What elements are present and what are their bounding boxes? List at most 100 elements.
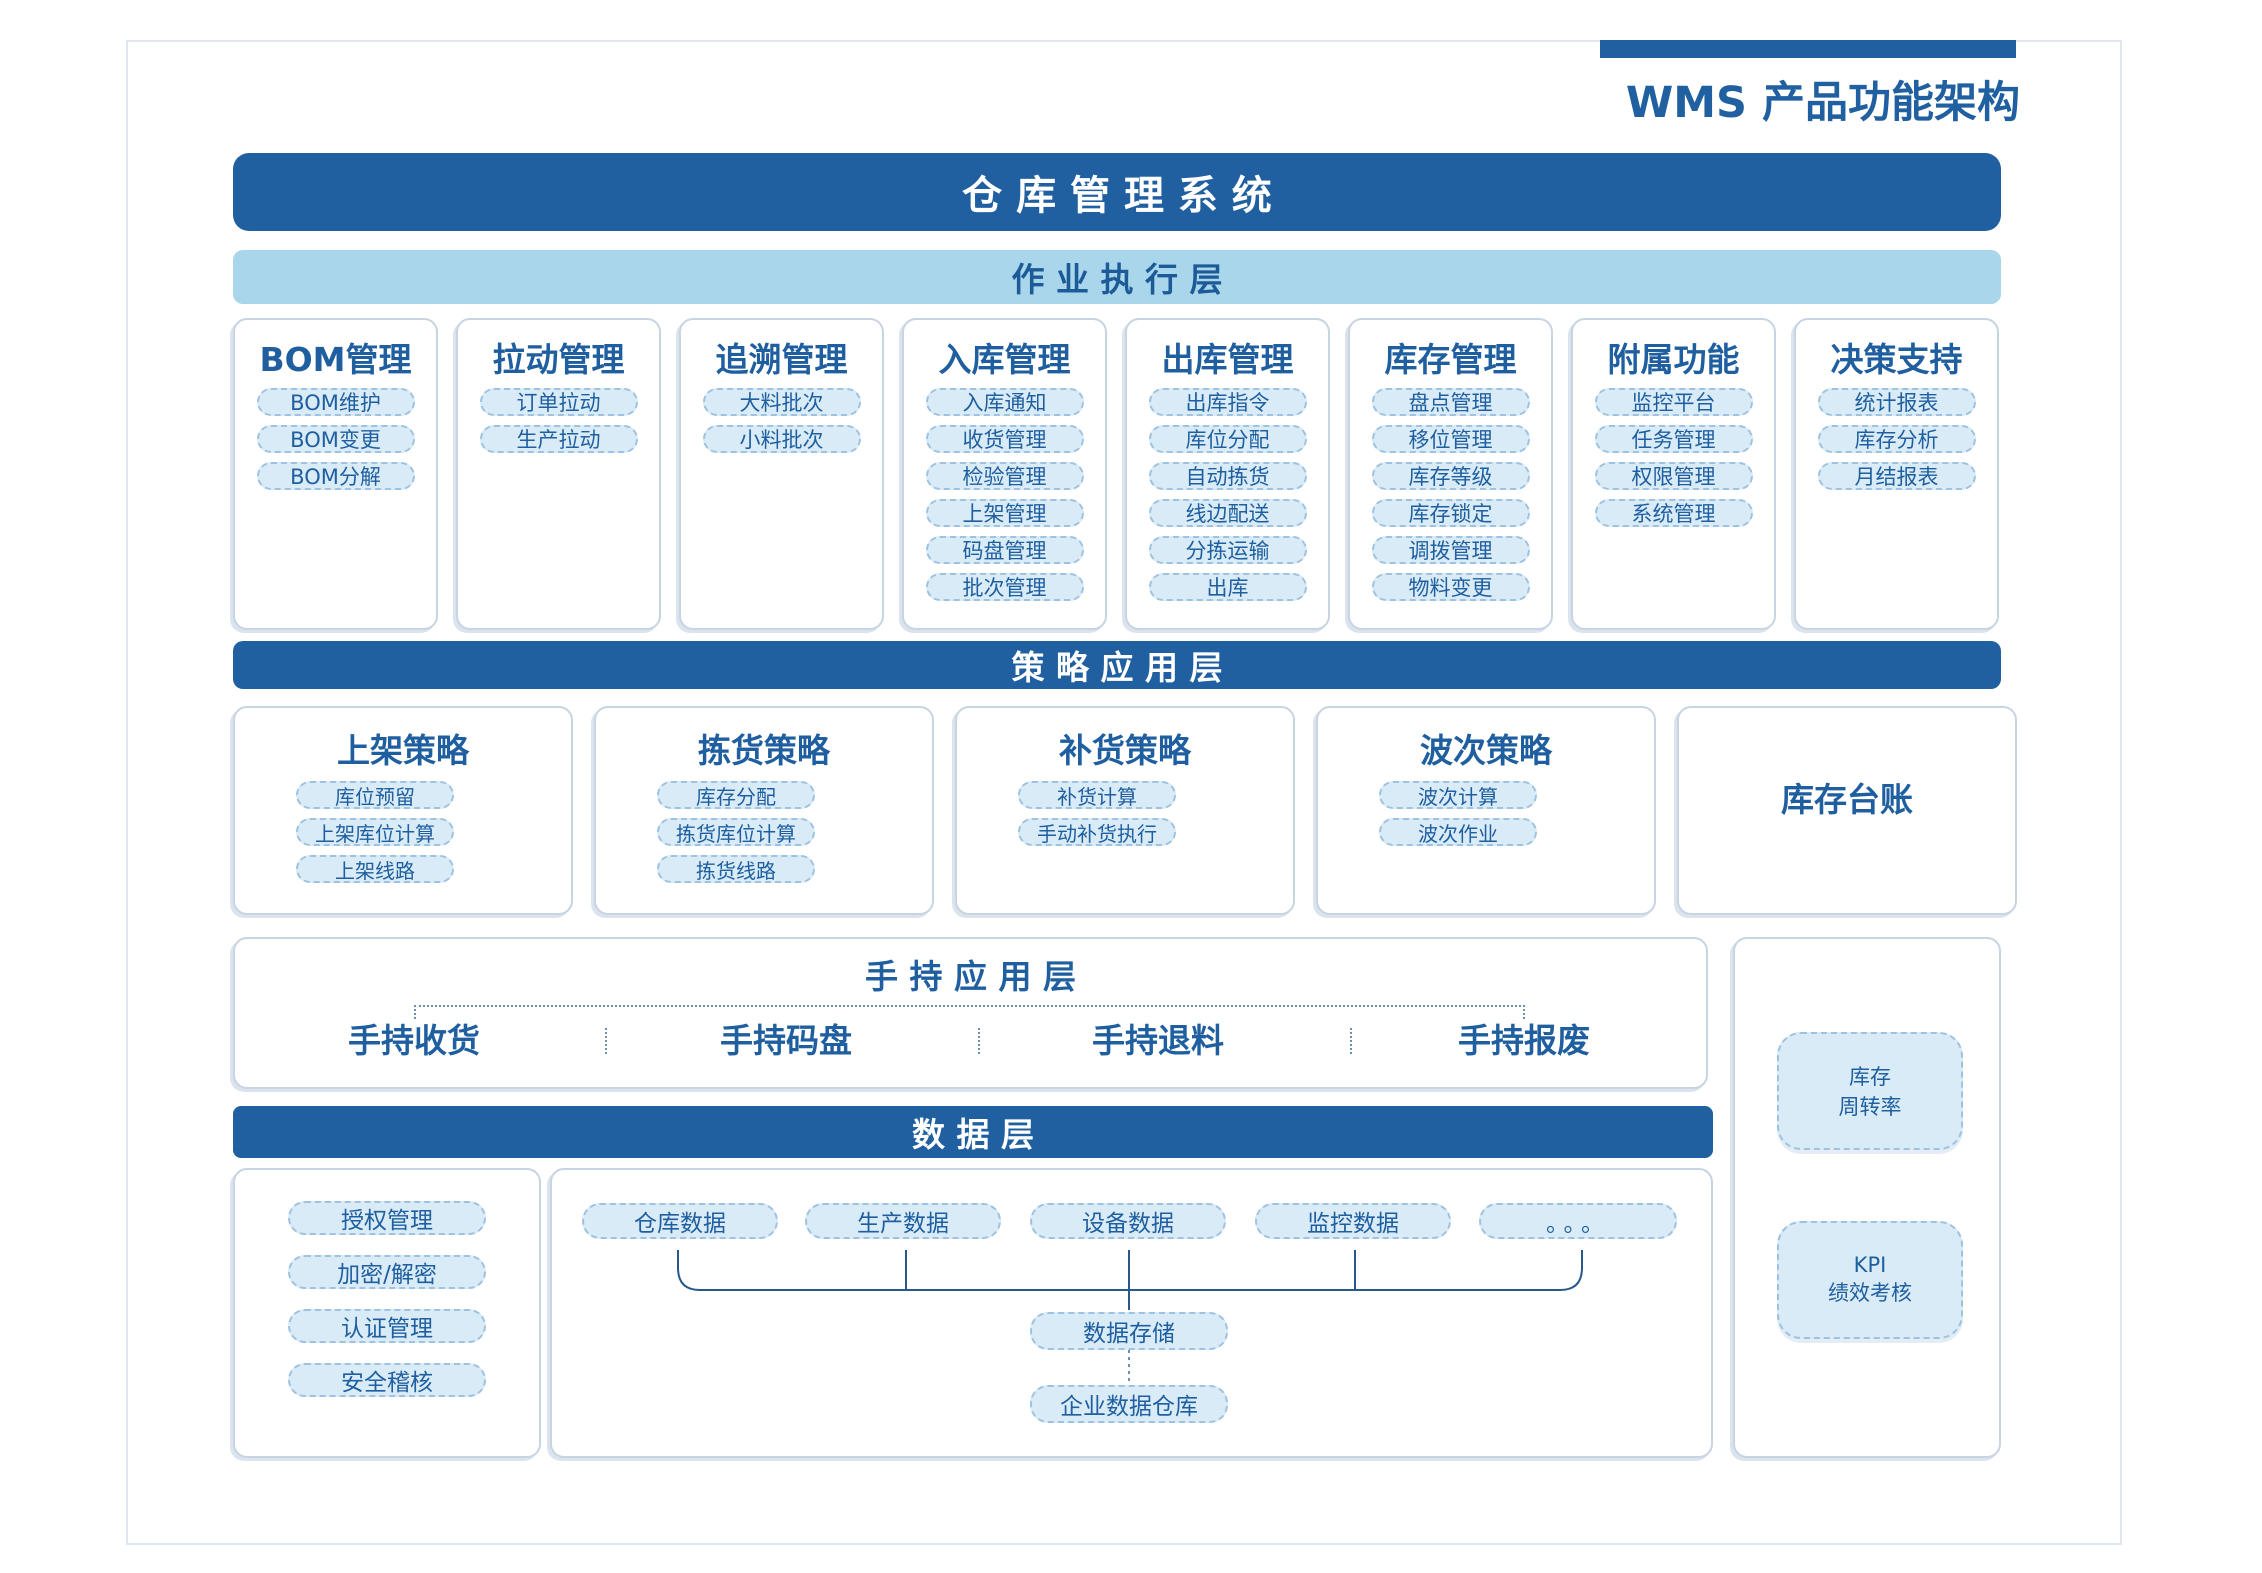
module-title: 出库管理 [1161,340,1294,379]
function-pill: 库存锁定 [1371,499,1530,527]
function-pill: 小料批次 [702,425,861,453]
data-layer-bar: 数 据 层 [233,1106,1713,1158]
strategy-pill: 拣货库位计算 [657,818,815,846]
function-pill: 统计报表 [1817,388,1976,416]
kpi-line: KPI [1853,1253,1887,1277]
security-pill: 加密/解密 [288,1255,486,1289]
strategy-pill: 上架库位计算 [296,818,454,846]
kpi-line: 周转率 [1838,1095,1902,1119]
function-pill: 分拣运输 [1148,536,1307,564]
module-title: BOM管理 [259,340,412,379]
module-title: 决策支持 [1830,340,1963,379]
strategy-module-picking [594,706,934,915]
module-title: 拉动管理 [492,340,625,379]
module-items: 大料批次小料批次 [679,388,884,453]
handheld-receiving: 手持收货 [348,1021,480,1060]
data-source-monitoring: 监控数据 [1255,1203,1451,1239]
enterprise-data-warehouse: 企业数据仓库 [1030,1385,1228,1423]
function-pill: 出库指令 [1148,388,1307,416]
handheld-palletizing: 手持码盘 [720,1021,852,1060]
module-items: BOM维护 BOM变更 BOM分解 [233,388,438,490]
execution-module-trace [679,318,884,630]
module-items: 出库指令库位分配自动拣货线边配送分拣运输出库 [1125,388,1330,601]
function-pill: 移位管理 [1371,425,1530,453]
strategy-module-replenishment [955,706,1295,915]
function-pill: 监控平台 [1594,388,1753,416]
security-pill: 安全稽核 [288,1363,486,1397]
function-pill: BOM变更 [256,425,415,453]
function-pill: 上架管理 [925,499,1084,527]
function-pill: 库存分析 [1817,425,1976,453]
kpi-line: 绩效考核 [1828,1281,1912,1305]
handheld-return: 手持退料 [1092,1021,1224,1060]
module-title: 库存管理 [1384,340,1517,379]
security-pill: 认证管理 [288,1309,486,1343]
strategy-pill: 库位预留 [296,781,454,809]
data-source-more: 。。。 [1479,1203,1677,1239]
module-items: 库存分配拣货库位计算拣货线路 [566,781,906,883]
module-items: 补货计算手动补货执行 [927,781,1267,846]
function-pill: 线边配送 [1148,499,1307,527]
module-items: 监控平台任务管理权限管理系统管理 [1571,388,1776,527]
function-pill: 检验管理 [925,462,1084,490]
function-pill: 出库 [1148,573,1307,601]
function-pill: 订单拉动 [479,388,638,416]
module-title: 拣货策略 [698,731,830,770]
strategy-pill: 上架线路 [296,855,454,883]
strategy-pill: 波次计算 [1379,781,1537,809]
module-title: 追溯管理 [715,340,848,379]
performance-kpi: KPI 绩效考核 [1777,1221,1963,1339]
module-items: 订单拉动生产拉动 [456,388,661,453]
function-pill: 批次管理 [925,573,1084,601]
security-list: 授权管理加密/解密认证管理安全稽核 [233,1201,541,1397]
function-pill: 月结报表 [1817,462,1976,490]
strategy-module-ledger [1677,706,2017,915]
handheld-scrap: 手持报废 [1458,1021,1590,1060]
strategy-layer-bar: 策 略 应 用 层 [233,641,2001,689]
function-pill: 系统管理 [1594,499,1753,527]
data-source-equipment: 设备数据 [1030,1203,1226,1239]
system-bar: 仓 库 管 理 系 统 [233,153,2001,231]
outer-frame [126,40,2122,1545]
function-pill: 收货管理 [925,425,1084,453]
module-title: 波次策略 [1420,731,1552,770]
strategy-pill: 库存分配 [657,781,815,809]
module-items: 盘点管理移位管理库存等级库存锁定调拨管理物料变更 [1348,388,1553,601]
strategy-pill: 波次作业 [1379,818,1537,846]
module-items: 统计报表库存分析月结报表 [1794,388,1999,490]
function-pill: 自动拣货 [1148,462,1307,490]
function-pill: 码盘管理 [925,536,1084,564]
handheld-divider [1350,1028,1352,1054]
handheld-layer-panel [233,937,1708,1089]
module-items: 入库通知收货管理检验管理上架管理码盘管理批次管理 [902,388,1107,601]
function-pill: 入库通知 [925,388,1084,416]
function-pill: 库存等级 [1371,462,1530,490]
module-title: 库存台账 [1781,780,1913,819]
kpi-line: 库存 [1849,1065,1891,1089]
inventory-turnover-kpi: 库存 周转率 [1777,1032,1963,1150]
module-items: 波次计算波次作业 [1288,781,1628,846]
module-title: 上架策略 [337,731,469,770]
function-pill: 生产拉动 [479,425,638,453]
function-pill: 物料变更 [1371,573,1530,601]
module-title: 入库管理 [938,340,1071,379]
function-pill: BOM分解 [256,462,415,490]
function-pill: BOM维护 [256,388,415,416]
security-pill: 授权管理 [288,1201,486,1235]
page-title: WMS 产品功能架构 [1625,78,2020,128]
handheld-divider [978,1028,980,1054]
function-pill: 调拨管理 [1371,536,1530,564]
function-pill: 任务管理 [1594,425,1753,453]
strategy-pill: 手动补货执行 [1018,818,1176,846]
data-source-production: 生产数据 [805,1203,1001,1239]
module-title: 补货策略 [1059,731,1191,770]
title-accent-bar [1600,40,2016,58]
execution-layer-bar: 作 业 执 行 层 [233,250,2001,304]
handheld-layer-title: 手 持 应 用 层 [865,957,1076,996]
data-storage: 数据存储 [1030,1312,1228,1350]
strategy-pill: 拣货线路 [657,855,815,883]
handheld-divider [605,1028,607,1054]
function-pill: 库位分配 [1148,425,1307,453]
function-pill: 权限管理 [1594,462,1753,490]
execution-module-pull [456,318,661,630]
